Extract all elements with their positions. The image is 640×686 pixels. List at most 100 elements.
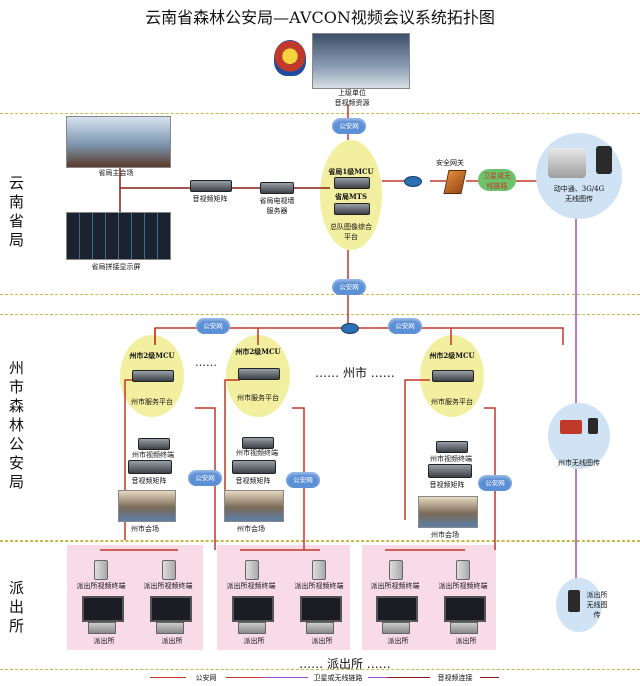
cloud-police-net-pref-3: 公安网 — [478, 475, 512, 491]
station-monitor-4 — [300, 596, 342, 622]
prefecture-matrix-3 — [428, 464, 472, 478]
station-monitor-3 — [232, 596, 274, 622]
station-monitor-stand-3 — [238, 622, 266, 634]
cloud-police-net-pref-right: 公安网 — [388, 318, 422, 334]
province-mts-label: 省局MTS — [334, 192, 367, 201]
station-terminal-label-3: 派出所视频终端 — [226, 582, 276, 590]
prefecture-service-label-3: 州市服务平台 — [431, 398, 473, 406]
station-monitor-1 — [82, 596, 124, 622]
prefecture-service-label-2: 州市服务平台 — [237, 394, 279, 402]
prefecture-mcu2-label-2: 州市2级MCU — [235, 347, 281, 356]
province-display-wall-photo — [66, 212, 171, 260]
prefecture-service-label-1: 州市服务平台 — [131, 398, 173, 406]
prefecture-venue-label-2: 州市会场 — [237, 525, 265, 533]
province-matrix-device — [190, 180, 232, 192]
region-prefecture — [0, 314, 640, 542]
station-monitor-5 — [376, 596, 418, 622]
legend-label-wireless: 卫星或无线链路 — [308, 673, 368, 683]
station-name-6: 派出所 — [455, 637, 477, 645]
province-display-wall-label: 省局拼接显示屏 — [91, 263, 141, 271]
province-tv-server-device — [260, 182, 294, 194]
police-emblem-icon — [274, 40, 306, 76]
station-tower-3 — [245, 560, 259, 580]
satellite-link-cloud — [478, 169, 516, 191]
station-wireless-box-icon — [568, 590, 580, 612]
prefecture-matrix-label-1: 音视频矩阵 — [131, 477, 167, 485]
prefecture-wireless-truck-icon — [560, 420, 582, 434]
prefecture-matrix-1 — [128, 460, 172, 474]
station-terminal-label-4: 派出所视频终端 — [294, 582, 344, 590]
legend-label-av: 音视频连接 — [430, 673, 480, 683]
station-name-5: 派出所 — [387, 637, 409, 645]
station-monitor-stand-4 — [306, 622, 334, 634]
station-monitor-stand-1 — [88, 622, 116, 634]
station-monitor-2 — [150, 596, 192, 622]
province-main-venue-label: 省局主会场 — [98, 169, 134, 177]
province-main-venue-photo — [66, 116, 171, 168]
prefecture-venue-photo-2 — [224, 490, 284, 522]
prefecture-venue-photo-3 — [418, 496, 478, 528]
station-tower-1 — [94, 560, 108, 580]
mobile-vehicle-icon — [548, 148, 586, 178]
station-monitor-6 — [444, 596, 486, 622]
region-label-prefecture: 州市森林公安局 — [7, 360, 25, 493]
cloud-police-net-pref-left: 公安网 — [196, 318, 230, 334]
prefecture-matrix-label-3: 音视频矩阵 — [429, 481, 465, 489]
station-tower-5 — [389, 560, 403, 580]
prefecture-router-icon — [341, 323, 359, 334]
station-tower-6 — [456, 560, 470, 580]
station-name-2: 派出所 — [161, 637, 183, 645]
legend-label-police-net: 公安网 — [186, 673, 226, 683]
cloud-police-net-pref-2: 公安网 — [286, 472, 320, 488]
province-matrix-label: 音视频矩阵 — [192, 195, 228, 203]
province-mcu1-label: 省局1级MCU — [328, 167, 374, 176]
station-monitor-stand-5 — [382, 622, 410, 634]
prefecture-center-text: …… 州市 …… — [315, 366, 395, 380]
satellite-link-label: 卫星或无 线链路 — [483, 172, 511, 190]
prefecture-wireless-box-icon — [588, 418, 598, 434]
station-terminal-label-5: 派出所视频终端 — [370, 582, 420, 590]
station-tower-2 — [162, 560, 176, 580]
upper-unit-photo — [312, 33, 410, 89]
station-monitor-stand-6 — [450, 622, 478, 634]
prefecture-wireless-circle — [548, 403, 610, 469]
cloud-police-net-province-top: 公安网 — [332, 118, 366, 134]
station-terminal-label-2: 派出所视频终端 — [143, 582, 193, 590]
prefecture-mcu2-device-2 — [238, 368, 280, 380]
prefecture-terminal-1 — [138, 438, 170, 450]
station-name-1: 派出所 — [93, 637, 115, 645]
prefecture-venue-label-3: 州市会场 — [431, 531, 459, 539]
prefecture-matrix-label-2: 音视频矩阵 — [235, 477, 271, 485]
station-name-4: 派出所 — [311, 637, 333, 645]
station-bottom-text: …… 派出所 …… — [299, 657, 391, 671]
region-province — [0, 113, 640, 295]
security-gateway-label: 安全网关 — [436, 159, 464, 167]
cloud-police-net-mid: 公安网 — [332, 279, 366, 295]
prefecture-terminal-label-3: 州市视频终端 — [430, 455, 472, 463]
prefecture-mcu2-label-1: 州市2级MCU — [129, 351, 175, 360]
prefecture-terminal-label-1: 州市视频终端 — [132, 451, 174, 459]
station-name-3: 派出所 — [243, 637, 265, 645]
province-mcu-ellipse — [320, 140, 382, 250]
province-router-icon — [404, 176, 422, 187]
prefecture-mcu2-device-1 — [132, 370, 174, 382]
province-mts-desc: 总队图像综合 平台 — [330, 223, 372, 241]
prefecture-wireless-label: 州市无线图传 — [558, 459, 600, 467]
prefecture-terminal-3 — [436, 441, 468, 453]
station-terminal-label-6: 派出所视频终端 — [438, 582, 488, 590]
station-tower-4 — [312, 560, 326, 580]
prefecture-matrix-2 — [232, 460, 276, 474]
station-terminal-label-1: 派出所视频终端 — [76, 582, 126, 590]
station-monitor-stand-2 — [156, 622, 184, 634]
prefecture-venue-photo-1 — [118, 490, 176, 522]
mobile-unit-label: 动中通、3G/4G 无线图传 — [553, 185, 605, 203]
province-tv-server-label: 省局电视墙 服务器 — [259, 197, 295, 215]
upper-unit-label: 上级单位 音视频资源 — [334, 89, 370, 107]
cloud-police-net-pref-1: 公安网 — [188, 470, 222, 486]
prefecture-mcu2-device-3 — [432, 370, 474, 382]
region-label-station: 派出所 — [7, 580, 25, 637]
prefecture-venue-label-1: 州市会场 — [131, 525, 159, 533]
province-mts-device — [334, 203, 370, 215]
diagram-title: 云南省森林公安局—AVCON视频会议系统拓扑图 — [145, 8, 495, 27]
region-label-province: 云南省局 — [7, 175, 25, 251]
